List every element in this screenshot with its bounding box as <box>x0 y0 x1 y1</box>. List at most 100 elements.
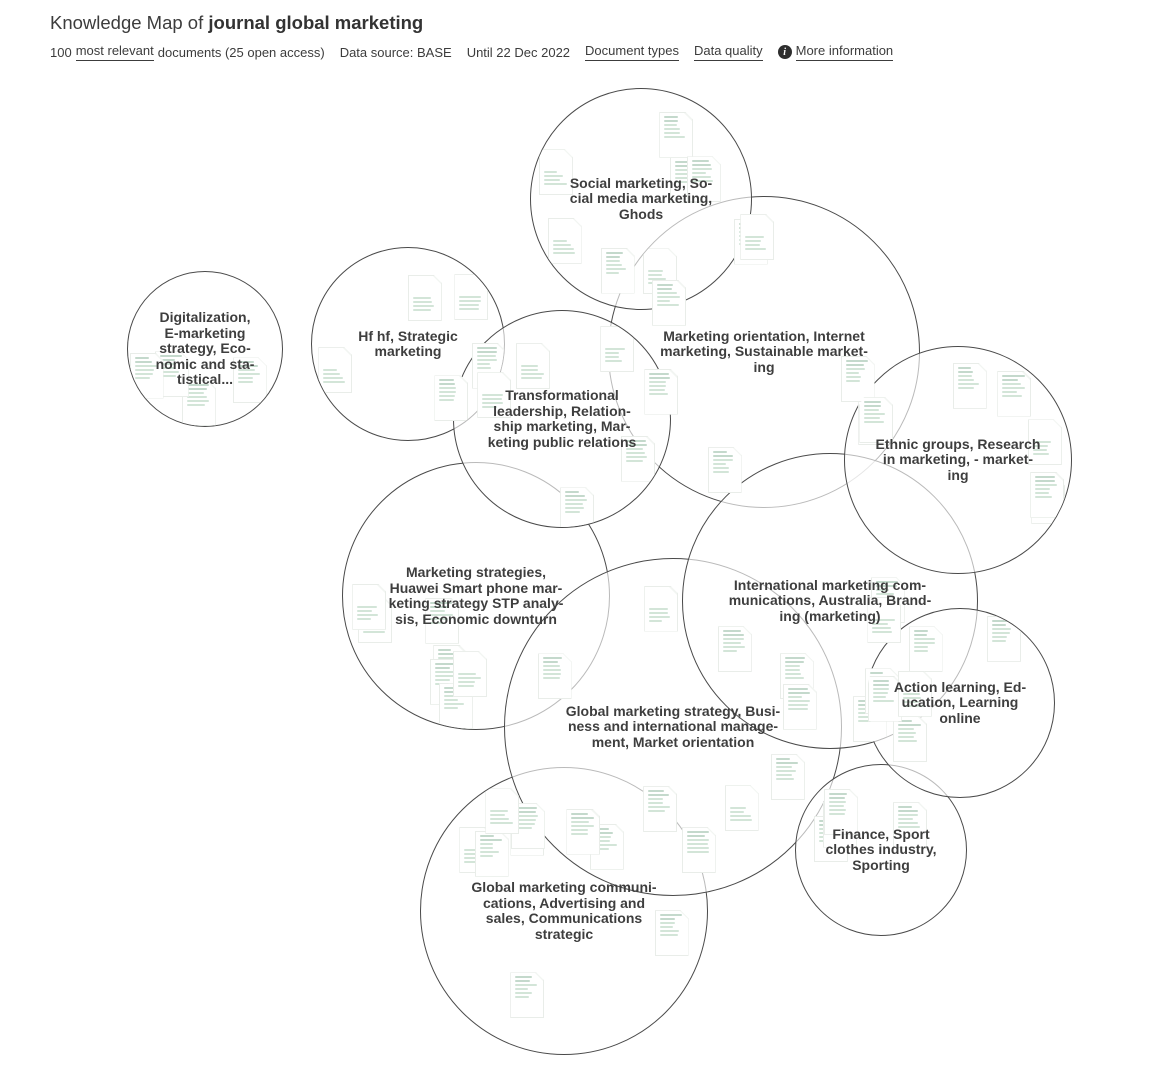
folded-corner <box>383 598 392 607</box>
folded-corner <box>206 381 215 390</box>
folded-corner <box>668 787 677 796</box>
folded-corner <box>154 353 163 362</box>
folded-corner <box>450 598 459 607</box>
folded-corner <box>804 654 813 663</box>
document-icon[interactable] <box>352 583 387 630</box>
document-icon[interactable] <box>452 651 487 698</box>
bubble-label-line: Digitalization, <box>159 309 251 326</box>
folded-corner <box>765 215 774 224</box>
folded-corner <box>535 973 544 982</box>
folded-corner <box>749 786 758 795</box>
folded-corner <box>895 578 904 587</box>
folded-corner <box>667 249 676 258</box>
document-icon[interactable] <box>425 597 460 644</box>
document-icon[interactable] <box>770 754 805 801</box>
document-icon[interactable] <box>952 362 987 409</box>
document-icon[interactable] <box>477 372 512 419</box>
more-information-link[interactable]: i More information <box>777 43 894 61</box>
document-icon[interactable] <box>867 675 902 722</box>
document-icon[interactable] <box>867 597 902 644</box>
document-icon[interactable] <box>681 827 716 874</box>
document-icon[interactable] <box>566 808 601 855</box>
document-icon[interactable] <box>600 247 635 294</box>
document-icon[interactable] <box>318 347 353 394</box>
document-icon[interactable] <box>474 830 509 877</box>
document-icon[interactable] <box>600 326 635 373</box>
folded-corner <box>732 448 741 457</box>
bubble-label-line: Marketing orientation, Internet <box>663 327 865 344</box>
document-icon[interactable] <box>654 910 689 957</box>
document-icon[interactable] <box>908 626 943 673</box>
folded-corner <box>848 789 857 798</box>
bubble-label-line: keting strategy STP analy- <box>388 595 564 611</box>
data-quality-link[interactable]: Data quality <box>693 43 763 61</box>
document-icon[interactable] <box>859 397 894 444</box>
document-icon[interactable] <box>621 435 656 482</box>
document-icon[interactable] <box>893 716 928 763</box>
document-icon[interactable] <box>1027 419 1062 466</box>
document-icon[interactable] <box>434 375 469 422</box>
document-icon[interactable] <box>407 275 442 321</box>
folded-corner <box>432 276 441 284</box>
document-icon[interactable] <box>538 149 573 196</box>
document-icon[interactable] <box>707 447 742 494</box>
folded-corner <box>669 586 678 595</box>
document-icon[interactable] <box>516 343 551 390</box>
document-icon[interactable] <box>823 788 858 835</box>
document-icon[interactable] <box>897 670 932 717</box>
document-icon[interactable] <box>1030 471 1065 518</box>
document-icon[interactable] <box>537 653 572 700</box>
folded-corner <box>977 363 986 372</box>
bubble-label-line: ing <box>947 466 969 483</box>
document-icon[interactable] <box>659 111 694 158</box>
folded-corner <box>892 676 901 685</box>
page-title: Knowledge Map of journal global marketin… <box>50 12 893 34</box>
folded-corner <box>865 356 874 365</box>
document-icon[interactable] <box>840 355 875 402</box>
document-icon[interactable] <box>560 487 595 527</box>
folded-corner <box>585 488 594 497</box>
folded-corner <box>884 398 893 407</box>
bubble-label-line: marketing, Sustainable market- <box>660 343 868 360</box>
document-icon[interactable] <box>510 972 545 1019</box>
most-relevant-link[interactable]: most relevant <box>75 43 154 61</box>
document-icon[interactable] <box>454 274 489 321</box>
document-count: 100 <box>50 44 72 60</box>
document-icon[interactable] <box>232 357 267 404</box>
document-icon[interactable] <box>644 368 679 415</box>
document-icon[interactable] <box>893 802 927 849</box>
document-icon[interactable] <box>643 786 678 833</box>
document-icon[interactable] <box>644 585 679 632</box>
document-icon[interactable] <box>547 217 582 264</box>
folded-corner <box>458 645 467 654</box>
bubble-label-line: marketing <box>374 343 442 359</box>
folded-corner <box>625 327 634 336</box>
document-icon[interactable] <box>686 156 721 203</box>
document-icon[interactable] <box>510 803 545 850</box>
document-icon[interactable] <box>485 788 520 835</box>
folded-corner <box>479 275 488 284</box>
folded-corner <box>459 376 468 385</box>
folded-corner <box>257 358 266 367</box>
document-icon[interactable] <box>997 370 1032 417</box>
document-icon[interactable] <box>652 279 687 326</box>
until-date-label: Until 22 Dec 2022 <box>466 44 571 60</box>
folded-corner <box>684 112 693 121</box>
bubble-social-marketing[interactable]: Social marketing, So-cial media marketin… <box>530 88 752 310</box>
folded-corner <box>499 831 508 840</box>
document-icon[interactable] <box>782 683 817 730</box>
folded-corner <box>179 352 188 361</box>
folded-corner <box>646 436 655 445</box>
document-icon[interactable] <box>129 352 164 399</box>
document-types-link[interactable]: Document types <box>585 43 679 61</box>
folded-corner <box>562 654 571 663</box>
bubble-label-line: ing <box>753 358 775 375</box>
document-icon[interactable] <box>740 214 775 261</box>
document-icon[interactable] <box>724 785 759 832</box>
document-icon[interactable] <box>987 615 1022 662</box>
document-icon[interactable] <box>717 626 752 673</box>
